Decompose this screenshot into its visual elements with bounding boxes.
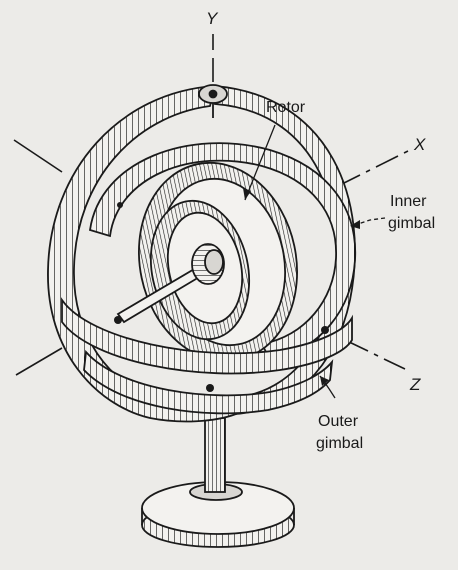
inner-gimbal-label-line2: gimbal [388,215,435,232]
stand-base [141,481,295,548]
equator-band [61,297,353,375]
z-axis-line [344,339,406,370]
stand-post [204,417,226,493]
outer-gimbal-label-line2: gimbal [316,435,363,452]
rotor [138,161,298,363]
inner-gimbal-leader [351,217,386,227]
rotor-label: Rotor [266,99,306,116]
axis-z-label: Z [409,375,421,394]
axis-y-label: Y [206,9,219,28]
axis-x-label: X [413,135,426,154]
top-pivot [198,84,228,118]
arrowheads [243,188,360,386]
rotor-leader [244,124,276,201]
outer-gimbal-label-line1: Outer [318,413,359,430]
inner-gimbal-label-line1: Inner [390,193,427,210]
bearing-holes [114,202,329,392]
left-axis-lines [13,139,63,376]
rotor-axle [116,243,225,324]
x-axis-line [337,150,409,187]
lower-band [83,349,334,415]
